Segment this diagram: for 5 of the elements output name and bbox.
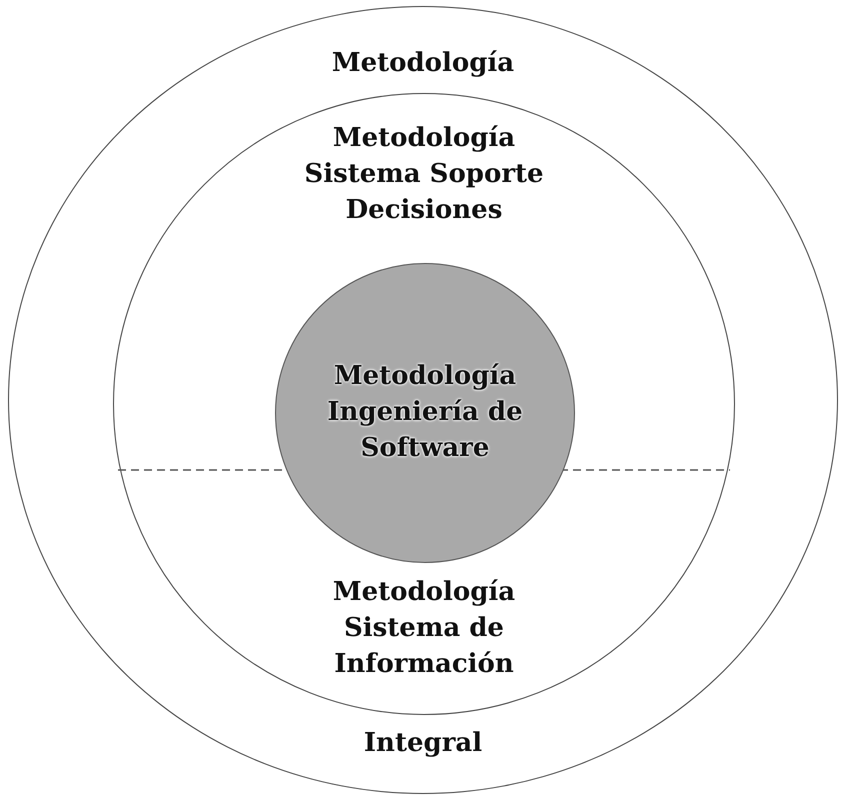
circle-label: Metodología Sistema Soporte Decisiones: [303, 122, 545, 227]
circle-label: Metodología Sistema de Información: [332, 576, 516, 681]
circle-label: Metodología Ingeniería de Software: [326, 360, 524, 465]
circle-label: Metodología: [330, 47, 516, 80]
circle-label: Integral: [362, 727, 484, 760]
